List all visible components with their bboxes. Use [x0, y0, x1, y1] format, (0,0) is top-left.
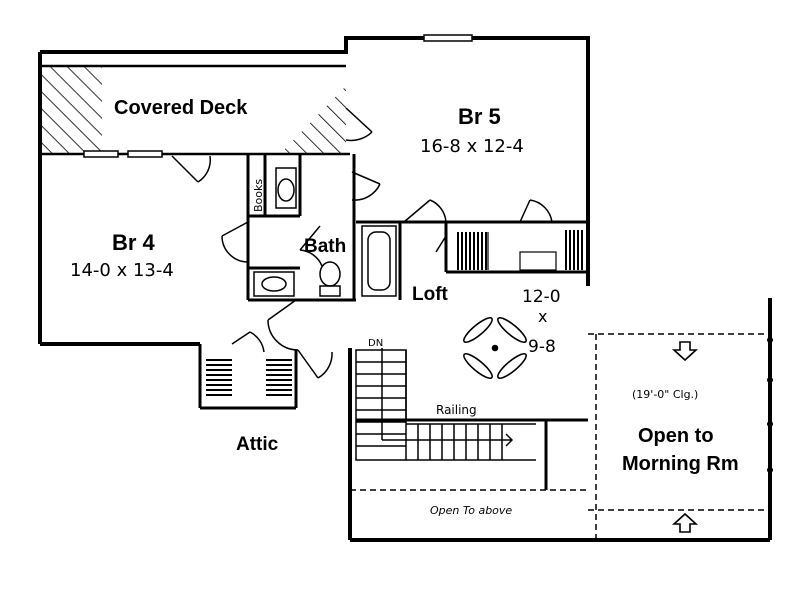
closet-shelving: [206, 230, 583, 396]
covered-deck-hatch: [40, 66, 346, 154]
open-area-outline: [350, 333, 770, 540]
br4-size: 14-0 x 13-4: [70, 260, 174, 281]
closet-rods: [487, 232, 557, 271]
bath-fixtures: [253, 167, 397, 297]
arrow-icons: [671, 341, 699, 533]
dn-label: DN: [368, 338, 383, 349]
open-to-label: Open to: [638, 425, 714, 447]
railing-label: Railing: [436, 403, 477, 417]
ceiling-label: (19'-0" Clg.): [632, 388, 698, 401]
books-label: Books: [252, 179, 265, 212]
ceiling-fan-icon: [463, 317, 527, 379]
br5-size: 16-8 x 12-4: [420, 136, 524, 157]
loft-size-d: 9-8: [528, 337, 556, 357]
right-wall-posts: [767, 337, 773, 473]
open-to-above-label: Open To above: [430, 504, 512, 517]
loft-size-x: x: [538, 307, 547, 326]
attic-label: Attic: [236, 434, 279, 455]
morning-rm-label: Morning Rm: [622, 453, 739, 475]
br4-label: Br 4: [112, 230, 156, 255]
interior-walls: [198, 154, 588, 490]
loft-size-w: 12-0: [522, 287, 561, 307]
bath-label: Bath: [304, 236, 346, 257]
loft-label: Loft: [412, 284, 449, 305]
windows: [83, 34, 473, 158]
covered-deck-label: Covered Deck: [114, 97, 248, 119]
door-swings: [171, 107, 553, 379]
stairs: [355, 348, 536, 461]
exterior-walls: [38, 36, 770, 542]
br5-label: Br 5: [458, 104, 501, 129]
